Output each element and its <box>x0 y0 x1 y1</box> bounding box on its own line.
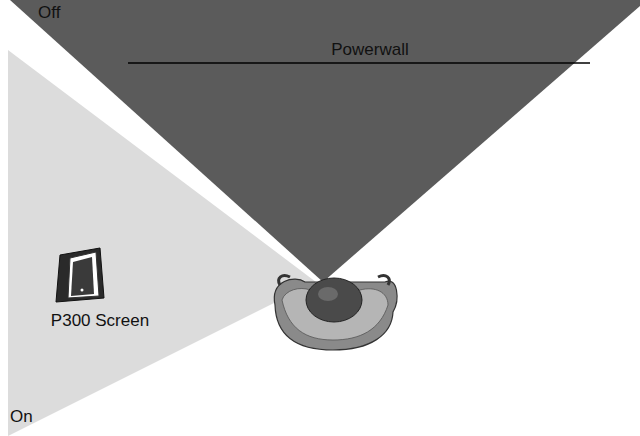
powerwall-line <box>128 62 590 64</box>
person-top-view <box>274 276 397 350</box>
screen-field <box>8 50 316 436</box>
display-label: Powerwall <box>331 41 408 60</box>
p300-screen-icon <box>56 248 104 302</box>
field-state-label: On <box>10 408 33 427</box>
field-state-label: Off <box>38 4 60 23</box>
display-label: P300 Screen <box>51 312 149 331</box>
